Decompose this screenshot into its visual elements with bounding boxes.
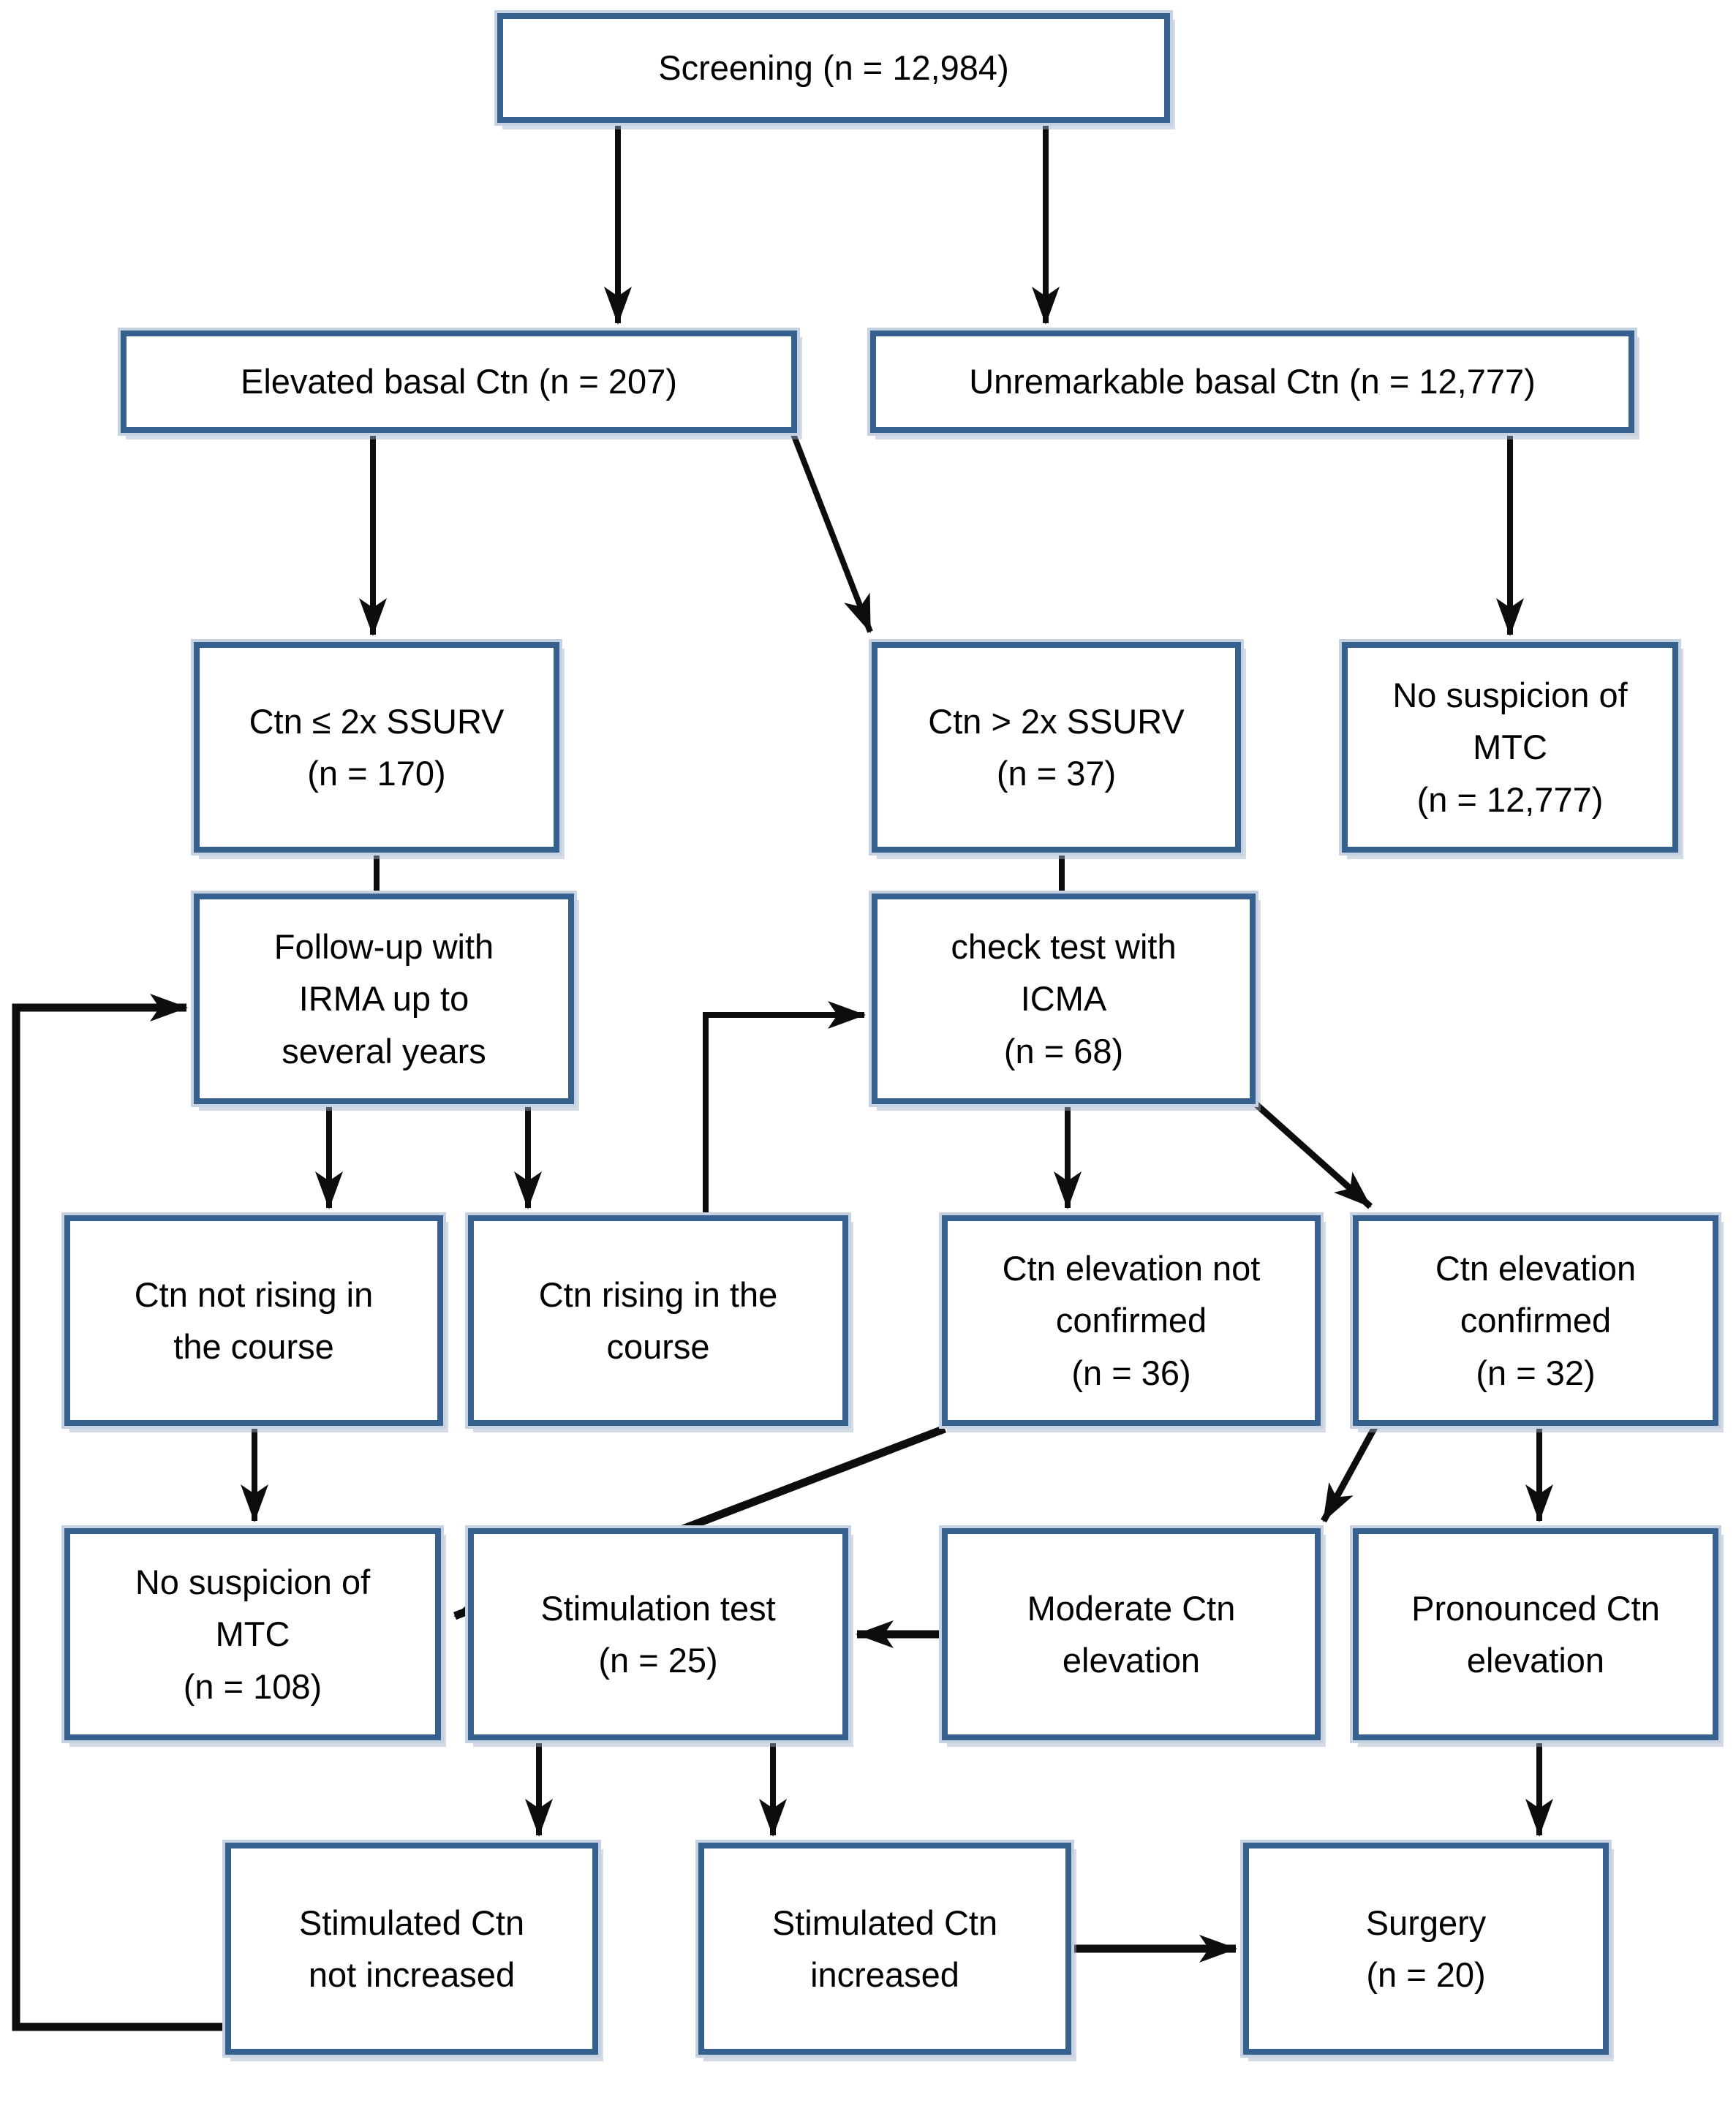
node-label-line: (n = 108) xyxy=(183,1666,322,1706)
node-label-line: Screening (n = 12,984) xyxy=(658,48,1009,88)
node-label-line: (n = 170) xyxy=(307,754,446,793)
node-ctn-rising: Ctn rising in the course xyxy=(468,1215,848,1426)
node-ctn-not-rising: Ctn not rising in the course xyxy=(64,1215,443,1426)
node-label-line: Pronounced Ctn xyxy=(1411,1588,1660,1628)
node-label-line: (n = 36) xyxy=(1071,1353,1191,1392)
node-label-line: elevation xyxy=(1062,1641,1201,1680)
node-label-line: MTC xyxy=(215,1615,290,1654)
node-ctn-elevation-not-confirmed: Ctn elevation not confirmed (n = 36) xyxy=(942,1215,1321,1426)
node-label-line: Stimulated Ctn xyxy=(771,1903,998,1942)
node-pronounced-ctn-elevation: Pronounced Ctn elevation xyxy=(1353,1528,1718,1740)
node-label-line: course xyxy=(606,1327,710,1366)
node-label-line: (n = 37) xyxy=(996,754,1117,793)
node-label-line: increased xyxy=(810,1955,959,1994)
node-ctn-elevation-confirmed: Ctn elevation confirmed (n = 32) xyxy=(1353,1215,1718,1426)
node-surgery: Surgery (n = 20) xyxy=(1243,1843,1609,2055)
node-moderate-ctn-elevation: Moderate Ctn elevation xyxy=(942,1528,1321,1740)
node-label-line: No suspicion of xyxy=(135,1562,371,1601)
node-label-line: check test with xyxy=(951,926,1177,966)
node-label-line: No suspicion of xyxy=(1392,675,1628,714)
node-label-line: Ctn ≤ 2x SSURV xyxy=(249,701,505,741)
node-ctn-gt-2x-ssurv: Ctn > 2x SSURV (n = 37) xyxy=(872,642,1241,853)
node-label-line: IRMA up to xyxy=(298,979,469,1019)
node-stimulated-ctn-increased: Stimulated Ctn increased xyxy=(698,1843,1071,2055)
node-label-line: confirmed xyxy=(1460,1301,1612,1340)
node-label-line: not increased xyxy=(308,1955,516,1994)
edge-ctn-elevation-confirmed-to-moderate-ctn-elevation xyxy=(1321,1425,1378,1523)
edge-check-test-icma-to-ctn-elevation-confirmed xyxy=(1250,1098,1373,1209)
node-label-line: Stimulated Ctn xyxy=(298,1903,525,1942)
edge-elevated-basal-ctn-to-ctn-gt-2x-ssurv xyxy=(790,433,873,633)
node-label-line: (n = 25) xyxy=(598,1641,718,1680)
node-label-line: several years xyxy=(282,1031,486,1070)
node-screening: Screening (n = 12,984) xyxy=(497,13,1170,123)
node-label-line: Stimulation test xyxy=(540,1588,776,1628)
node-unremarkable-basal-ctn: Unremarkable basal Ctn (n = 12,777) xyxy=(870,331,1634,433)
node-label-line: Follow-up with xyxy=(273,926,494,966)
node-label-line: elevation xyxy=(1466,1641,1605,1680)
node-label-line: Unremarkable basal Ctn (n = 12,777) xyxy=(969,362,1536,401)
node-label-line: Ctn elevation xyxy=(1435,1248,1637,1288)
edge-stimulated-ctn-not-increased-to-follow-up-irma xyxy=(12,994,224,2031)
node-stimulated-ctn-not-increased: Stimulated Ctn not increased xyxy=(225,1843,598,2055)
node-label-line: (n = 12,777) xyxy=(1416,779,1604,819)
node-no-suspicion-mtc-108: No suspicion of MTC (n = 108) xyxy=(64,1528,441,1740)
edge-ctn-rising-to-check-test-icma xyxy=(703,1001,866,1214)
node-label-line: (n = 20) xyxy=(1366,1955,1486,1994)
node-elevated-basal-ctn: Elevated basal Ctn (n = 207) xyxy=(121,331,797,433)
node-label-line: MTC xyxy=(1473,728,1547,767)
node-ctn-le-2x-ssurv: Ctn ≤ 2x SSURV (n = 170) xyxy=(194,642,559,853)
node-label-line: Surgery xyxy=(1365,1903,1487,1942)
node-label-line: Elevated basal Ctn (n = 207) xyxy=(240,362,677,401)
node-label-line: confirmed xyxy=(1055,1301,1207,1340)
node-no-suspicion-mtc-12777: No suspicion of MTC (n = 12,777) xyxy=(1342,642,1678,853)
node-label-line: Ctn not rising in xyxy=(134,1274,374,1314)
node-label-line: (n = 32) xyxy=(1476,1353,1596,1392)
node-label-line: Moderate Ctn xyxy=(1027,1588,1236,1628)
node-label-line: the course xyxy=(173,1327,334,1366)
node-label-line: Ctn > 2x SSURV xyxy=(928,701,1185,741)
node-label-line: ICMA xyxy=(1020,979,1107,1019)
node-label-line: Ctn rising in the xyxy=(538,1274,778,1314)
node-label-line: (n = 68) xyxy=(1003,1031,1124,1070)
node-stimulation-test: Stimulation test (n = 25) xyxy=(468,1528,848,1740)
node-label-line: Ctn elevation not xyxy=(1002,1248,1261,1288)
